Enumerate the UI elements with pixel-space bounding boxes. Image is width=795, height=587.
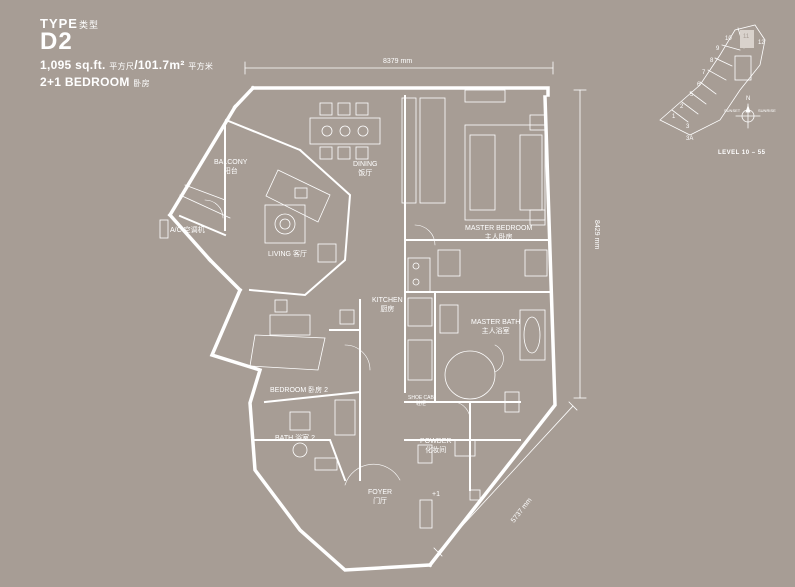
keyplan-unit-6: 6 — [697, 82, 701, 88]
keyplan-unit-2: 2 — [680, 104, 684, 110]
door-swings — [204, 199, 504, 486]
dimension-top: 8379 mm — [383, 58, 413, 65]
dimension-right: 8429 mm — [593, 220, 600, 250]
keyplan-unit-9: 9 — [716, 46, 720, 52]
furniture — [159, 89, 548, 529]
type-line: TYPE类型 — [40, 16, 213, 31]
bedroom-line: 2+1 BEDROOM 卧房 — [40, 75, 213, 89]
keyplan-unit-3a: 3A — [686, 136, 694, 142]
keyplan-unit-11: 11 — [743, 34, 750, 40]
keyplan-unit-1: 1 — [672, 114, 676, 120]
keyplan-unit-3: 3 — [686, 124, 690, 130]
unit-code: D2 — [40, 28, 73, 55]
keyplan — [659, 24, 766, 136]
area-sqm-cn: 平方米 — [188, 62, 214, 71]
bedroom-count: 2+1 BEDROOM — [40, 75, 130, 89]
keyplan-unit-12: 12 — [758, 40, 765, 46]
room-plus-one: +1 — [432, 491, 440, 498]
area-sqm: /101.7m² — [134, 58, 185, 72]
area-sqft-cn: 平方尺 — [109, 62, 135, 71]
area-sqft: 1,095 sq.ft. — [40, 58, 106, 72]
type-label-cn: 类型 — [78, 20, 99, 30]
keyplan-level: LEVEL 10 – 55 — [718, 150, 766, 156]
compass-sunrise: SUNRISE — [758, 108, 776, 113]
keyplan-unit-8: 8 — [710, 58, 714, 64]
compass-sunset: SUNSET — [724, 108, 741, 113]
inner-walls — [178, 95, 551, 491]
keyplan-unit-5: 5 — [690, 92, 694, 98]
bedroom-count-cn: 卧房 — [133, 79, 150, 88]
keyplan-unit-7: 7 — [702, 70, 706, 76]
unit-header: TYPE类型 D2 1,095 sq.ft. 平方尺/101.7m² 平方米 2… — [40, 16, 213, 89]
dimension-lines — [244, 61, 587, 557]
keyplan-unit-10: 10 — [725, 36, 732, 42]
compass-north: N — [746, 96, 751, 102]
type-label: TYPE — [40, 16, 78, 31]
area-line: 1,095 sq.ft. 平方尺/101.7m² 平方米 — [40, 58, 213, 72]
outer-walls — [167, 85, 557, 572]
